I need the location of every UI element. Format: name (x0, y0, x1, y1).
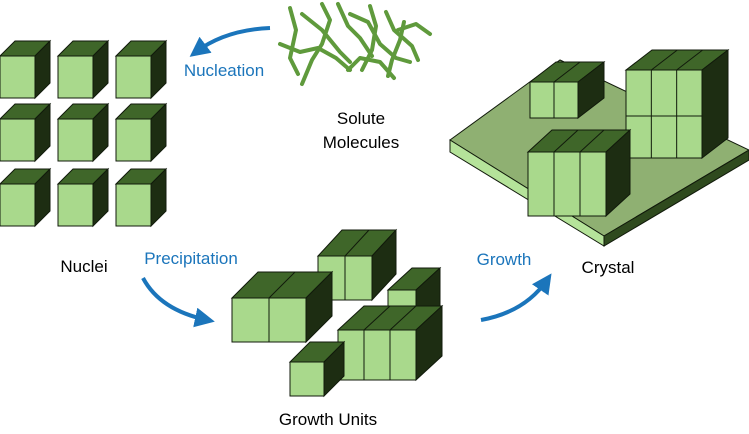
growth-arrow (480, 273, 552, 322)
nucleation-arrow (189, 26, 271, 57)
precipitation-arrow (141, 277, 215, 328)
solute-strand (300, 12, 352, 64)
solute-strand (386, 20, 406, 78)
growth-unit-block (230, 270, 334, 344)
growth-units-label: Growth Units (278, 410, 378, 429)
precipitation-label: Precipitation (144, 249, 238, 268)
crystal-block-tall (624, 48, 730, 160)
solute-molecules (278, 2, 432, 86)
growth-unit-cube (288, 340, 346, 398)
solute-strand (346, 56, 396, 80)
crystal-plate-side (603, 149, 749, 247)
crystal-block-front (526, 128, 632, 218)
nucleus-cube (56, 102, 110, 163)
nucleus-cube (56, 39, 110, 100)
nucleus-cube (0, 39, 52, 100)
solute-strand (384, 10, 420, 62)
growth-unit-row (336, 304, 444, 382)
crystal-structure (449, 48, 749, 247)
nucleus-cube (114, 167, 168, 228)
growth-units-cluster (230, 228, 444, 398)
solute-strand (348, 12, 412, 64)
nucleus-cube (56, 167, 110, 228)
nucleus-cube (114, 39, 168, 100)
crystal-block-back (528, 60, 606, 120)
nuclei-cluster (0, 39, 168, 228)
solute-label-line2: Molecules (322, 133, 400, 152)
nucleus-cube (0, 102, 52, 163)
solute-strand (300, 2, 332, 86)
solute-strand (288, 6, 300, 76)
nucleus-cube (114, 102, 168, 163)
solute-strand (396, 22, 432, 36)
solute-strand (336, 2, 374, 58)
solute-label-line1: Solute (336, 109, 386, 128)
growth-label: Growth (476, 250, 532, 269)
crystal-label: Crystal (581, 258, 635, 277)
nucleation-label: Nucleation (183, 61, 265, 80)
nuclei-label: Nuclei (60, 257, 108, 276)
growth-unit-block (316, 228, 398, 302)
nucleus-cube (0, 167, 52, 228)
solute-strand (278, 42, 352, 72)
